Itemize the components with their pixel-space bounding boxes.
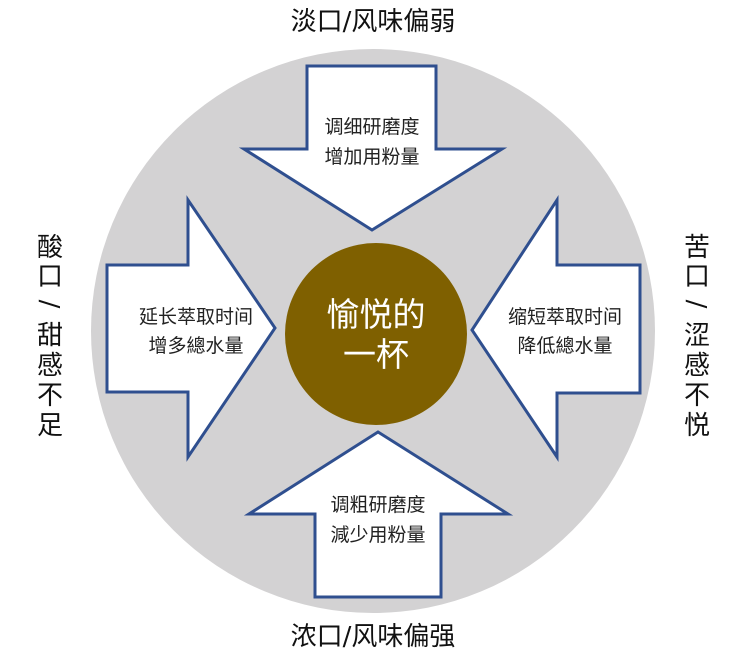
outer-label-right-char: 悦 xyxy=(684,411,710,441)
outer-label-top: 淡口/风味偏弱 xyxy=(291,7,456,37)
arrow-top-line2: 增加用粉量 xyxy=(324,146,419,168)
arrow-right xyxy=(470,194,642,462)
outer-label-left-char: 足 xyxy=(37,411,63,441)
outer-label-right-char: / xyxy=(681,300,711,309)
arrow-left-line1: 延长萃取时间 xyxy=(139,306,253,328)
center-line2: 一杯 xyxy=(343,335,409,374)
outer-label-right-char: 感 xyxy=(684,351,710,381)
outer-label-right-char: 涩 xyxy=(684,321,710,351)
arrow-left xyxy=(105,195,277,462)
outer-label-left-char: 口 xyxy=(37,262,63,292)
center-line1: 愉悦的 xyxy=(327,295,426,334)
outer-label-left-char: 酸 xyxy=(37,233,63,263)
outer-label-right-char: 不 xyxy=(684,381,710,411)
outer-label-bottom: 浓口/风味偏强 xyxy=(291,622,456,652)
outer-label-left-char: / xyxy=(34,300,64,309)
outer-label-left-char: 不 xyxy=(37,381,63,411)
outer-label-right: 苦 口 / 涩 感 不 悦 xyxy=(681,233,711,441)
arrow-top-line1: 调细研磨度 xyxy=(324,116,419,138)
outer-label-right-char: 苦 xyxy=(684,233,710,263)
outer-label-right-char: 口 xyxy=(684,262,710,292)
outer-label-left-char: 甜 xyxy=(37,321,63,351)
outer-label-left: 酸 口 / 甜 感 不 足 xyxy=(34,233,64,441)
center-circle xyxy=(285,243,467,425)
arrow-right-line1: 缩短萃取时间 xyxy=(508,306,622,328)
arrow-left-line2: 增多總水量 xyxy=(148,335,243,357)
arrow-right-line2: 降低總水量 xyxy=(517,335,612,357)
arrow-bottom xyxy=(243,430,514,599)
arrow-bottom-line2: 減少用粉量 xyxy=(330,524,425,546)
outer-label-left-char: 感 xyxy=(37,351,63,381)
arrow-bottom-line1: 调粗研磨度 xyxy=(330,494,425,516)
arrow-top xyxy=(238,64,508,232)
